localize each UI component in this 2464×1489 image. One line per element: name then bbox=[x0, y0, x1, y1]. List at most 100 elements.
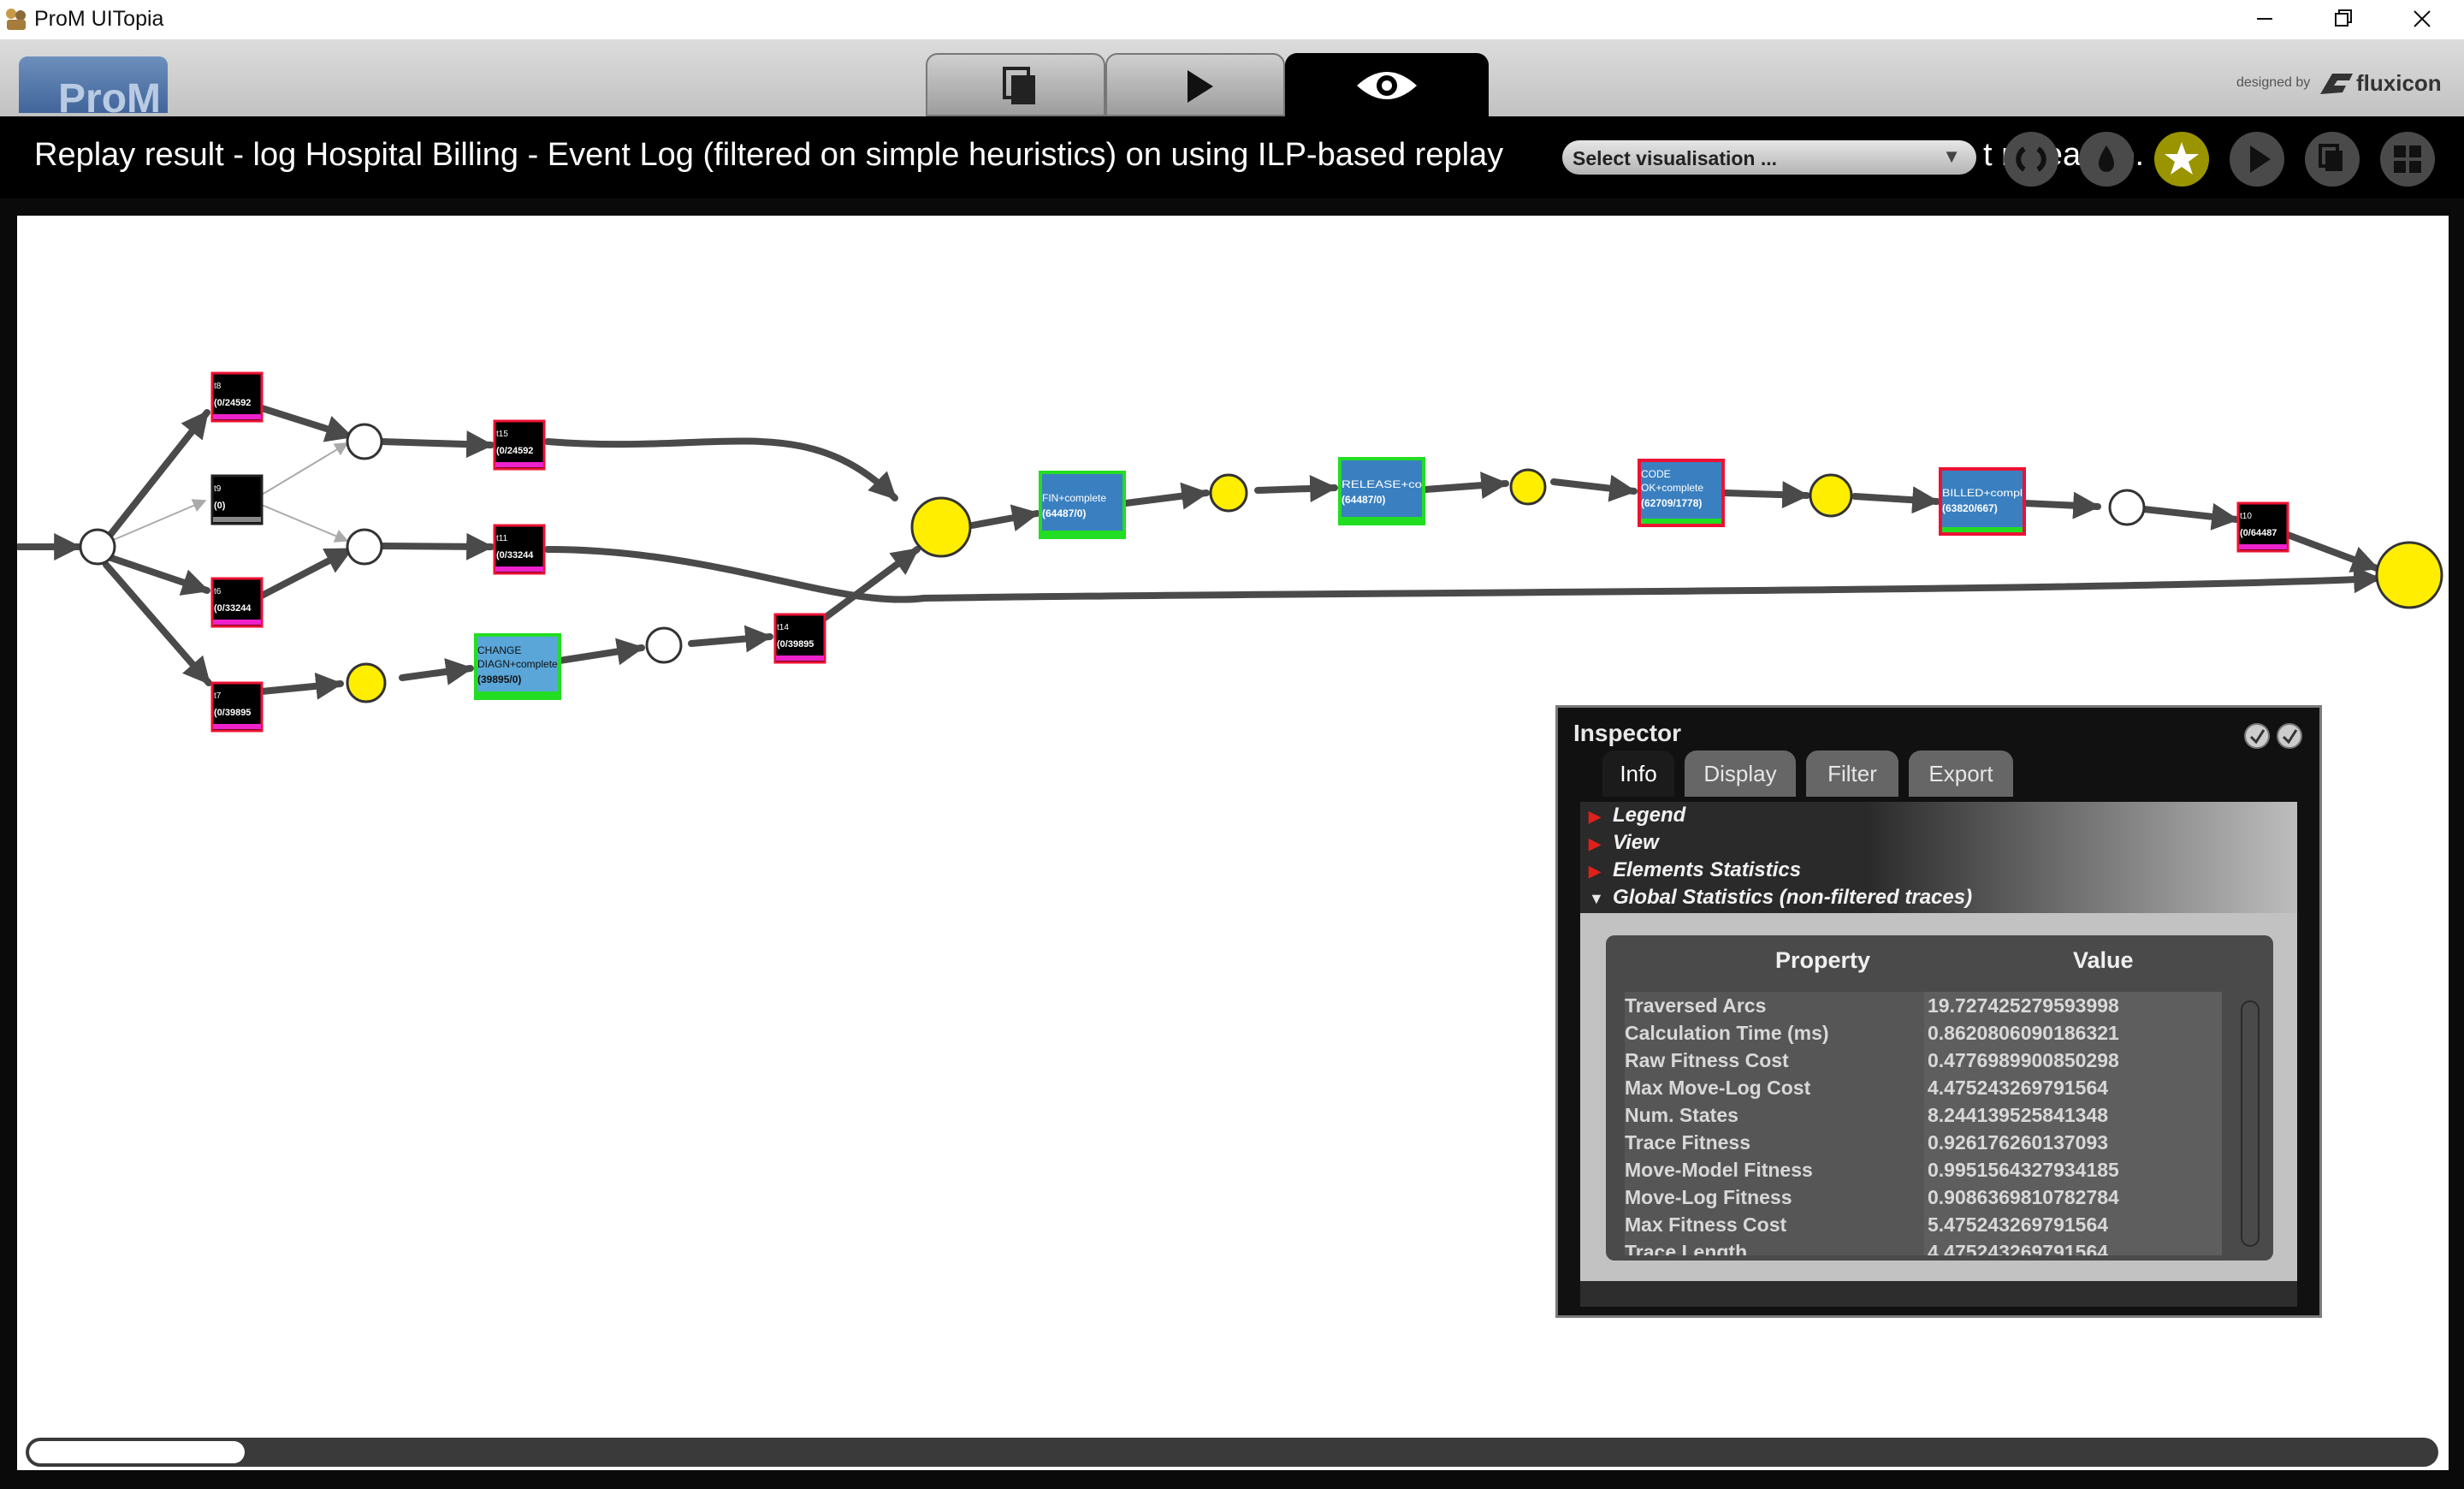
places bbox=[79, 423, 2443, 703]
place[interactable] bbox=[645, 626, 683, 664]
place[interactable] bbox=[346, 662, 387, 703]
place[interactable] bbox=[2108, 489, 2146, 526]
refresh-icon bbox=[2016, 146, 2046, 172]
section-label: Legend bbox=[1613, 804, 1686, 827]
play-button[interactable] bbox=[2230, 132, 2284, 187]
collapsed-arrow-icon: ▶ bbox=[1589, 863, 1601, 880]
transition-change-diagn[interactable]: CHANGE DIAGN+complete (39895/0) bbox=[474, 633, 561, 700]
sync-bar bbox=[1042, 531, 1122, 536]
property-cell: Traversed Arcs bbox=[1625, 992, 1924, 1019]
place[interactable] bbox=[2375, 541, 2443, 609]
arc bbox=[544, 546, 2382, 603]
section-label: Global Statistics (non-filtered traces) bbox=[1613, 886, 1973, 909]
transition-box bbox=[210, 371, 264, 423]
transition-t6[interactable]: t6 (0/33244 bbox=[210, 577, 264, 628]
transition-t11[interactable]: t11 (0/33244 bbox=[493, 524, 546, 575]
place[interactable] bbox=[346, 528, 383, 566]
arc bbox=[103, 561, 212, 686]
arc bbox=[106, 409, 210, 539]
move-model-bar bbox=[213, 724, 261, 729]
transition-box bbox=[474, 633, 561, 700]
grid-button[interactable] bbox=[2380, 132, 2435, 187]
favorite-button[interactable] bbox=[2154, 132, 2209, 187]
transition-box bbox=[773, 613, 826, 664]
tab-export[interactable]: Export bbox=[1909, 750, 2013, 797]
place[interactable] bbox=[79, 528, 116, 566]
place[interactable] bbox=[1209, 473, 1248, 513]
collapsed-arrow-icon: ▶ bbox=[1589, 835, 1601, 852]
transition-t9[interactable]: t9 (0) bbox=[210, 474, 264, 525]
transition-t14[interactable]: t14 (0/39895 bbox=[773, 613, 826, 664]
arc bbox=[1550, 474, 1638, 502]
place[interactable] bbox=[1809, 473, 1853, 518]
tab-views[interactable] bbox=[1285, 53, 1489, 116]
transition-label: t6 bbox=[214, 587, 222, 596]
section-legend[interactable]: ▶Legend bbox=[1589, 804, 1685, 828]
transition-t10[interactable]: t10 (0/64487 bbox=[2236, 501, 2289, 553]
value-cell: 5.475243269791564 bbox=[1924, 1211, 2222, 1238]
transition-release[interactable]: RELEASE+co (64487/0) bbox=[1338, 457, 1425, 525]
place[interactable] bbox=[910, 496, 972, 558]
page-title: Replay result - log Hospital Billing - E… bbox=[34, 137, 1504, 173]
play-icon bbox=[2250, 145, 2271, 173]
arc bbox=[103, 553, 210, 596]
transition-count: (0/33244 bbox=[214, 603, 252, 614]
close-button[interactable] bbox=[2382, 0, 2461, 39]
transition-box bbox=[493, 419, 546, 471]
copy-icon bbox=[2319, 144, 2343, 171]
section-elements-statistics[interactable]: ▶Elements Statistics bbox=[1589, 858, 1801, 882]
place[interactable] bbox=[1509, 468, 1547, 506]
transition-billed[interactable]: BILLED+compl (63820/667) bbox=[1939, 467, 2026, 536]
column-header-value: Value bbox=[2073, 947, 2134, 973]
copy-button[interactable] bbox=[2305, 132, 2360, 187]
scrollbar-thumb[interactable] bbox=[29, 1441, 245, 1463]
drop-icon bbox=[2099, 145, 2114, 172]
canvas-horizontal-scrollbar[interactable] bbox=[26, 1438, 2438, 1467]
visualisation-select[interactable]: Select visualisation ... ▼ bbox=[1562, 140, 1976, 175]
petri-net-graph: t8 (0/24592 t9 (0) t6 (0/33244 t7 (0/398… bbox=[17, 371, 2443, 733]
restore-button[interactable] bbox=[2303, 0, 2382, 39]
app-icon bbox=[6, 9, 26, 30]
property-cell: Move-Log Fitness bbox=[1625, 1183, 1924, 1211]
transition-label: CHANGE bbox=[477, 644, 521, 656]
tab-workspace[interactable] bbox=[926, 53, 1105, 116]
value-cell: 8.244139525841348 bbox=[1924, 1101, 2222, 1129]
main-toolbar: ProM designed by fluxicon bbox=[0, 39, 2464, 116]
transition-box bbox=[1039, 471, 1126, 539]
inspector-collapse-icon[interactable] bbox=[2275, 721, 2304, 750]
arc bbox=[968, 504, 1040, 531]
transition-t8[interactable]: t8 (0/24592 bbox=[210, 371, 264, 423]
transition-label: CODE bbox=[1641, 468, 1671, 480]
section-view[interactable]: ▶View bbox=[1589, 831, 1659, 855]
section-global-statistics[interactable]: ▼Global Statistics (non-filtered traces) bbox=[1589, 886, 1972, 910]
arc bbox=[399, 658, 474, 685]
inspector-panel[interactable]: Inspector Info Display Filter Export ▶Le… bbox=[1555, 705, 2322, 1318]
tab-display[interactable]: Display bbox=[1685, 750, 1796, 797]
grid-icon bbox=[2394, 145, 2421, 173]
transition-box bbox=[1939, 467, 2026, 536]
inspector-undock-icon[interactable] bbox=[2242, 721, 2272, 750]
invisible-transitions: t8 (0/24592 t9 (0) t6 (0/33244 t7 (0/398… bbox=[210, 371, 2289, 733]
minimize-button[interactable] bbox=[2224, 0, 2303, 39]
transition-label: FIN+complete bbox=[1042, 492, 1106, 504]
drop-button[interactable] bbox=[2079, 132, 2134, 187]
place[interactable] bbox=[346, 423, 383, 460]
tab-filter[interactable]: Filter bbox=[1806, 750, 1898, 797]
transition-t7[interactable]: t7 (0/39895 bbox=[210, 681, 264, 733]
refresh-button[interactable] bbox=[2004, 132, 2058, 187]
transition-label: t15 bbox=[496, 430, 508, 439]
tab-info[interactable]: Info bbox=[1602, 750, 1674, 797]
transition-label: RELEASE+co bbox=[1342, 478, 1422, 490]
tab-actions[interactable] bbox=[1105, 53, 1285, 116]
transition-label: t9 bbox=[214, 484, 222, 494]
statistics-scrollbar[interactable] bbox=[2241, 1000, 2260, 1247]
transition-t15[interactable]: t15 (0/24592 bbox=[493, 419, 546, 471]
designed-by-label: designed by bbox=[2236, 75, 2311, 90]
fluxicon-logo-icon bbox=[2320, 74, 2353, 94]
transition-fin[interactable]: FIN+complete (64487/0) bbox=[1039, 471, 1126, 539]
transition-code-ok[interactable]: CODE OK+complete (62709/1778) bbox=[1638, 459, 1725, 527]
